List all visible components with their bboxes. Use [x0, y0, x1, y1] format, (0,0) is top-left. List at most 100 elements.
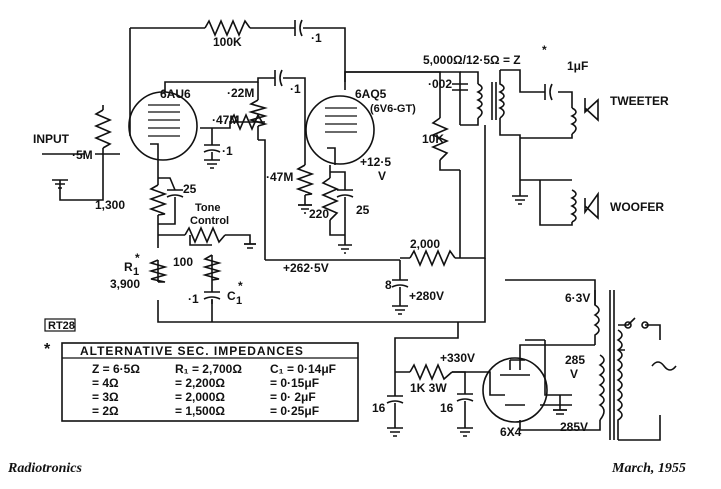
svg-text:R₁ = 2,700Ω: R₁ = 2,700Ω	[175, 362, 242, 376]
capacitors	[166, 19, 553, 415]
resistor-100k	[204, 18, 251, 38]
capacitor-002	[452, 83, 468, 91]
capacitor-coupling	[274, 69, 283, 87]
label-16a: 16	[372, 401, 386, 415]
mains-switch	[624, 321, 677, 371]
svg-text:Z = 6·5Ω: Z = 6·5Ω	[92, 362, 140, 376]
label-input: INPUT	[33, 132, 70, 146]
label-heater: 6·3V	[565, 291, 590, 305]
resistor-100	[202, 254, 222, 281]
tweeter-coil	[570, 98, 599, 135]
label-tweeter-cap: 1μF	[567, 59, 588, 73]
label-002: ·002	[428, 77, 452, 91]
label-hv-top-unit: V	[570, 367, 578, 381]
impedance-table: * ALTERNATIVE SEC. IMPEDANCES Z = 6·5Ω R…	[44, 341, 359, 422]
label-input-pot: ·5M	[72, 148, 93, 162]
label-r1: R	[124, 260, 133, 274]
svg-text:= 1,500Ω: = 1,500Ω	[175, 404, 225, 418]
resistor-10k	[430, 117, 450, 161]
table-row: = 2Ω = 1,500Ω = 0·25μF	[92, 404, 319, 418]
label-c1-value: ·1	[188, 292, 199, 306]
capacitor-c1	[203, 280, 221, 304]
resistor-tone	[184, 225, 226, 245]
label-6x4: 6X4	[500, 425, 522, 439]
label-6aq5: 6AQ5	[355, 87, 387, 101]
label-r1-sub: 1	[133, 266, 139, 278]
capacitor-feedback	[294, 19, 303, 37]
label-transformer-star: *	[542, 43, 547, 57]
label-b-plus-262: +262·5V	[283, 261, 329, 275]
capacitor-cathode-pre	[166, 189, 184, 210]
resistors	[93, 18, 456, 382]
svg-text:= 2,200Ω: = 2,200Ω	[175, 376, 225, 390]
label-hv-bottom: 285V	[560, 420, 588, 434]
label-100: 100	[173, 255, 193, 269]
label-cathode-voltage: +12·5	[360, 155, 391, 169]
label-47m-screen: ·47M	[212, 113, 239, 127]
svg-text:= 0·15μF: = 0·15μF	[270, 376, 319, 390]
resistor-47m-grid	[295, 164, 315, 196]
label-screen-cap: ·1	[222, 144, 233, 158]
label-1k-3w: 1K 3W	[410, 381, 447, 395]
svg-text:= 0· 2μF: = 0· 2μF	[270, 390, 316, 404]
label-3900: 3,900	[110, 277, 140, 291]
svg-text:C₁ = 0·14μF: C₁ = 0·14μF	[270, 362, 336, 376]
label-c1-sub: 1	[236, 295, 242, 307]
label-c1-star: *	[238, 279, 243, 293]
label-25-pre: 25	[183, 182, 197, 196]
resistor-1k	[409, 362, 453, 382]
label-woofer: WOOFER	[610, 200, 664, 214]
label-tweeter: TWEETER	[610, 94, 669, 108]
label-6au6: 6AU6	[160, 87, 191, 101]
capacitor-16b	[456, 393, 474, 415]
power-transformer	[593, 290, 623, 440]
label-b-plus-330: +330V	[440, 351, 475, 365]
capacitor-cathode-out	[336, 189, 354, 205]
table-row: Z = 6·5Ω R₁ = 2,700Ω C₁ = 0·14μF	[92, 362, 336, 376]
label-hv-top: 285	[565, 353, 585, 367]
label-c1: C	[227, 289, 236, 303]
label-r1-star: *	[135, 251, 140, 265]
label-coupling-cap: ·1	[290, 82, 301, 96]
footer-right: March, 1955	[611, 461, 686, 476]
resistor-1300	[148, 184, 168, 216]
label-control: Control	[190, 215, 229, 227]
svg-text:= 2,000Ω: = 2,000Ω	[175, 390, 225, 404]
capacitor-16a	[386, 395, 404, 415]
resistor-220	[320, 177, 340, 221]
label-220: 220	[309, 207, 329, 221]
label-25-out: 25	[356, 203, 370, 217]
label-8: 8	[385, 278, 392, 292]
capacitor-8uf	[391, 279, 409, 295]
label-tone: Tone	[195, 202, 220, 214]
label-47m-grid: ·47M	[266, 170, 293, 184]
resistor-r1	[148, 259, 168, 283]
wiring	[42, 27, 661, 441]
svg-text:= 4Ω: = 4Ω	[92, 376, 119, 390]
capacitor-screen	[203, 144, 221, 160]
label-100k: 100K	[213, 35, 242, 49]
resistor-47m-screen	[229, 112, 263, 132]
label-transformer-spec: 5,000Ω/12·5Ω = Z	[423, 53, 521, 67]
tube-6x4	[482, 357, 548, 423]
footer-left: Radiotronics	[7, 461, 82, 476]
woofer-coil	[570, 189, 599, 223]
ref-code: RT28	[48, 320, 75, 332]
table-title: ALTERNATIVE SEC. IMPEDANCES	[80, 344, 304, 358]
label-6v6gt: (6V6-GT)	[370, 103, 416, 115]
tube-6au6	[128, 91, 198, 161]
label-2000: 2,000	[410, 237, 440, 251]
label-22m: ·22M	[227, 86, 254, 100]
label-b-plus-280: +280V	[409, 289, 444, 303]
resistor-input-pot	[93, 109, 113, 149]
table-row: = 3Ω = 2,000Ω = 0· 2μF	[92, 390, 316, 404]
svg-text:= 2Ω: = 2Ω	[92, 404, 119, 418]
svg-text:= 0·25μF: = 0·25μF	[270, 404, 319, 418]
label-feedback-cap: ·1	[311, 31, 322, 45]
capacitor-tweeter	[544, 83, 553, 101]
output-transformer	[476, 70, 505, 120]
label-cathode-voltage-unit: V	[378, 169, 386, 183]
resistor-2000	[409, 248, 456, 268]
label-16b: 16	[440, 401, 454, 415]
